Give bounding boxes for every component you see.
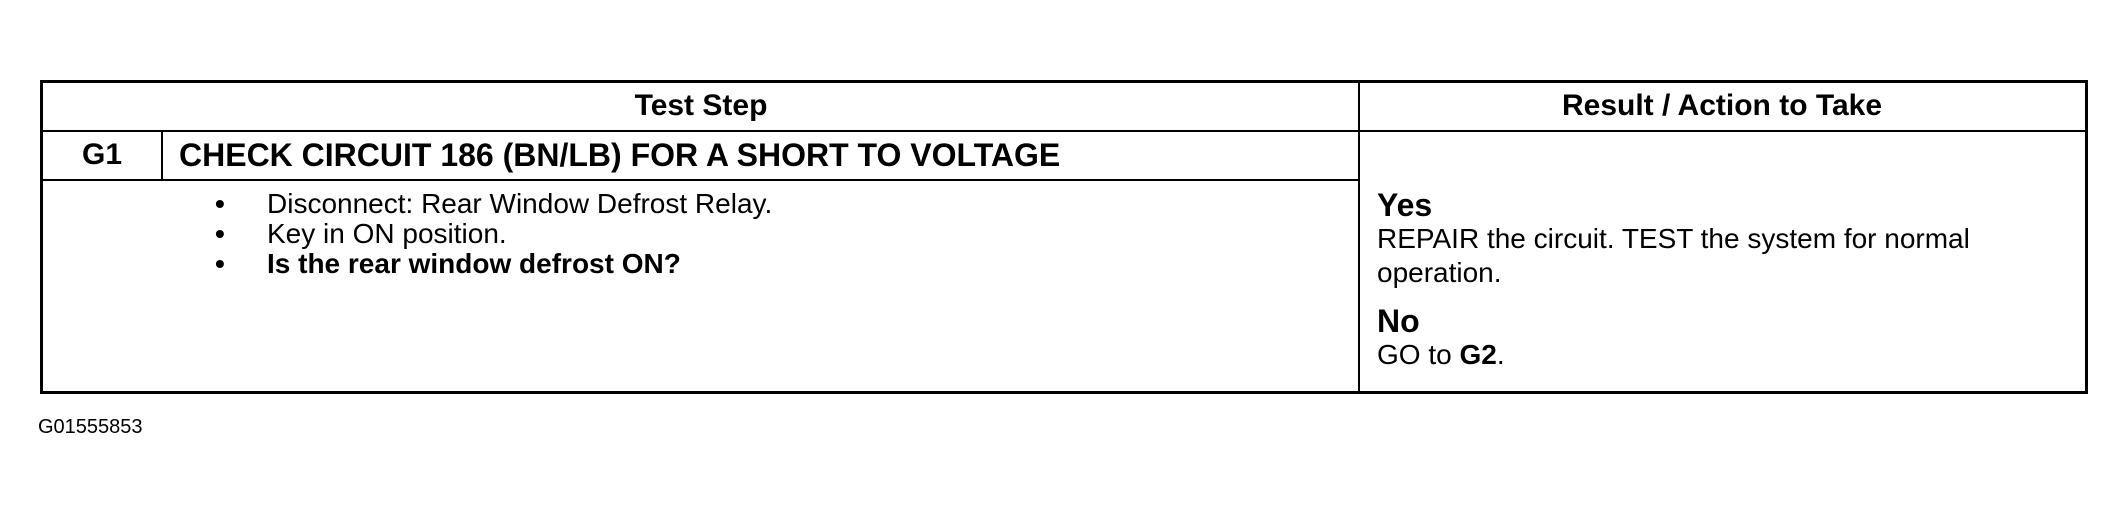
- header-result-action: Result / Action to Take: [1561, 89, 1883, 122]
- test-step-table: Test Step Result / Action to Take G1 CHE…: [40, 80, 2088, 394]
- instruction-item: •Disconnect: Rear Window Defrost Relay.: [215, 188, 773, 219]
- step-id: G1: [43, 132, 163, 179]
- header-test-step: Test Step: [634, 89, 768, 122]
- result-yes-text: REPAIR the circuit. TEST the system for …: [1377, 223, 1970, 288]
- bullet-icon: •: [215, 188, 225, 219]
- result-action-cell: Yes REPAIR the circuit. TEST the system …: [1377, 188, 2077, 372]
- step-title: CHECK CIRCUIT 186 (BN/LB) FOR A SHORT TO…: [179, 137, 1061, 173]
- instruction-question: •Is the rear window defrost ON?: [215, 248, 681, 279]
- step-link-g2: G2: [1459, 339, 1497, 370]
- step-title-divider: [43, 179, 1359, 181]
- bullet-icon: •: [215, 218, 225, 249]
- column-divider: [1358, 83, 1360, 391]
- result-no-text: GO to G2.: [1377, 339, 1505, 370]
- step-instructions: •Disconnect: Rear Window Defrost Relay. …: [215, 189, 772, 279]
- result-yes-label: Yes: [1377, 187, 1433, 223]
- instruction-item: •Key in ON position.: [215, 218, 507, 249]
- table-header-row: Test Step Result / Action to Take: [43, 83, 2085, 132]
- bullet-icon: •: [215, 248, 225, 279]
- figure-id: G01555853: [38, 416, 143, 438]
- result-no-label: No: [1377, 303, 1420, 339]
